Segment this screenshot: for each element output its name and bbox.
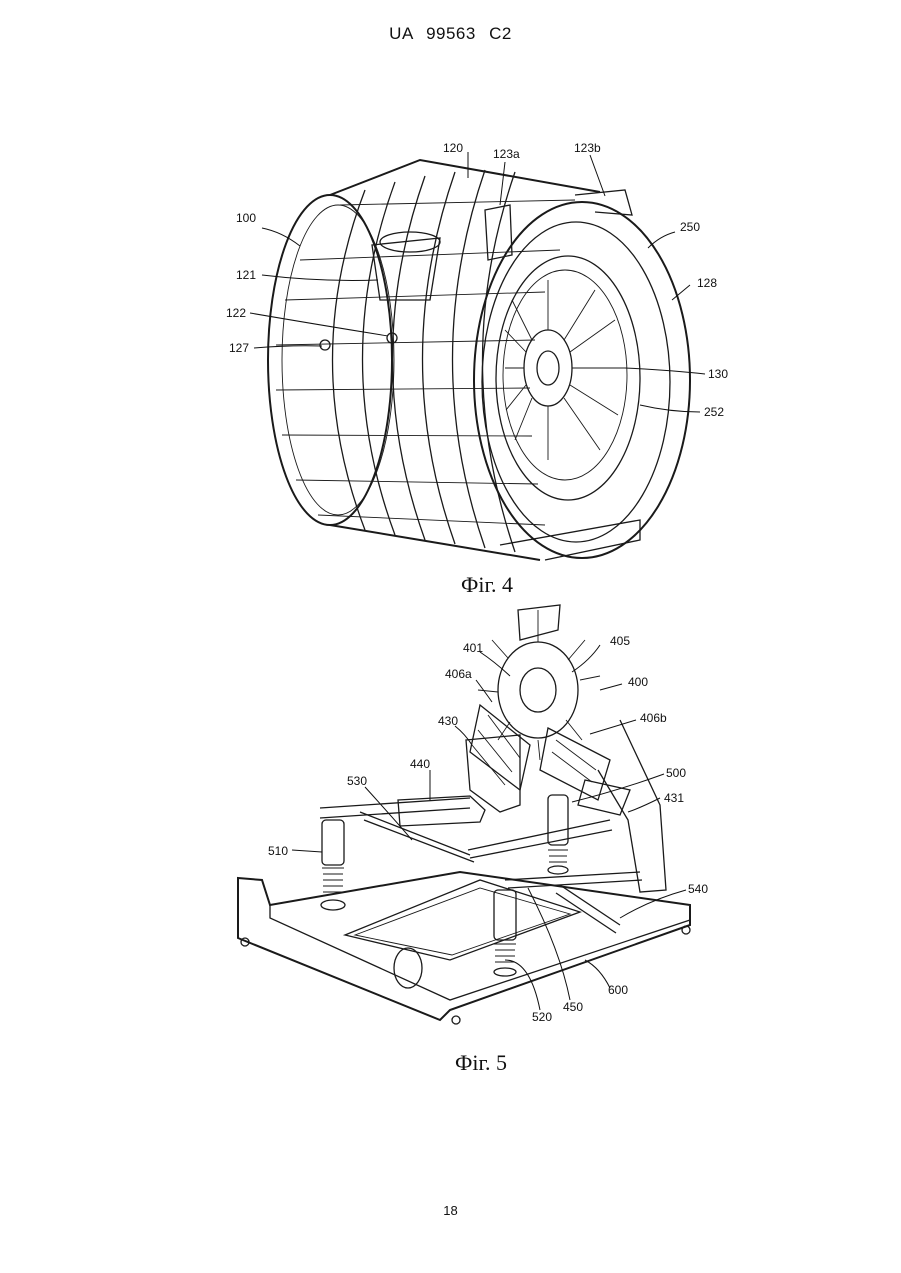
label-123b: 123b xyxy=(574,141,601,155)
label-600: 600 xyxy=(608,983,628,997)
label-123a: 123a xyxy=(493,147,520,161)
label-128: 128 xyxy=(697,276,717,290)
label-530: 530 xyxy=(347,774,367,788)
label-401: 401 xyxy=(463,641,483,655)
label-500: 500 xyxy=(666,766,686,780)
label-430: 430 xyxy=(438,714,458,728)
label-122: 122 xyxy=(226,306,246,320)
figure-4-leaders xyxy=(250,152,705,412)
label-540: 540 xyxy=(688,882,708,896)
label-100: 100 xyxy=(236,211,256,225)
label-510: 510 xyxy=(268,844,288,858)
label-450: 450 xyxy=(563,1000,583,1014)
figure-5-caption: Фіг. 5 xyxy=(455,1050,507,1076)
label-250: 250 xyxy=(680,220,700,234)
figure-5-labels: 401 405 400 406a 406b 430 530 440 500 43… xyxy=(268,634,708,1024)
label-130: 130 xyxy=(708,367,728,381)
label-121: 121 xyxy=(236,268,256,282)
label-431: 431 xyxy=(664,791,684,805)
label-520: 520 xyxy=(532,1010,552,1024)
base-frame xyxy=(238,872,690,1024)
spring-dampers xyxy=(321,795,568,976)
label-406b: 406b xyxy=(640,711,667,725)
figure-4-caption: Фіг. 4 xyxy=(461,572,513,598)
label-440: 440 xyxy=(410,757,430,771)
drum-cage xyxy=(268,160,632,560)
figure-4-labels: 100 120 123a 123b 250 128 121 122 127 13… xyxy=(226,141,728,419)
label-120: 120 xyxy=(443,141,463,155)
page-number: 18 xyxy=(0,1203,901,1218)
label-127: 127 xyxy=(229,341,249,355)
label-252: 252 xyxy=(704,405,724,419)
label-405: 405 xyxy=(610,634,630,648)
label-406a: 406a xyxy=(445,667,472,681)
label-400: 400 xyxy=(628,675,648,689)
